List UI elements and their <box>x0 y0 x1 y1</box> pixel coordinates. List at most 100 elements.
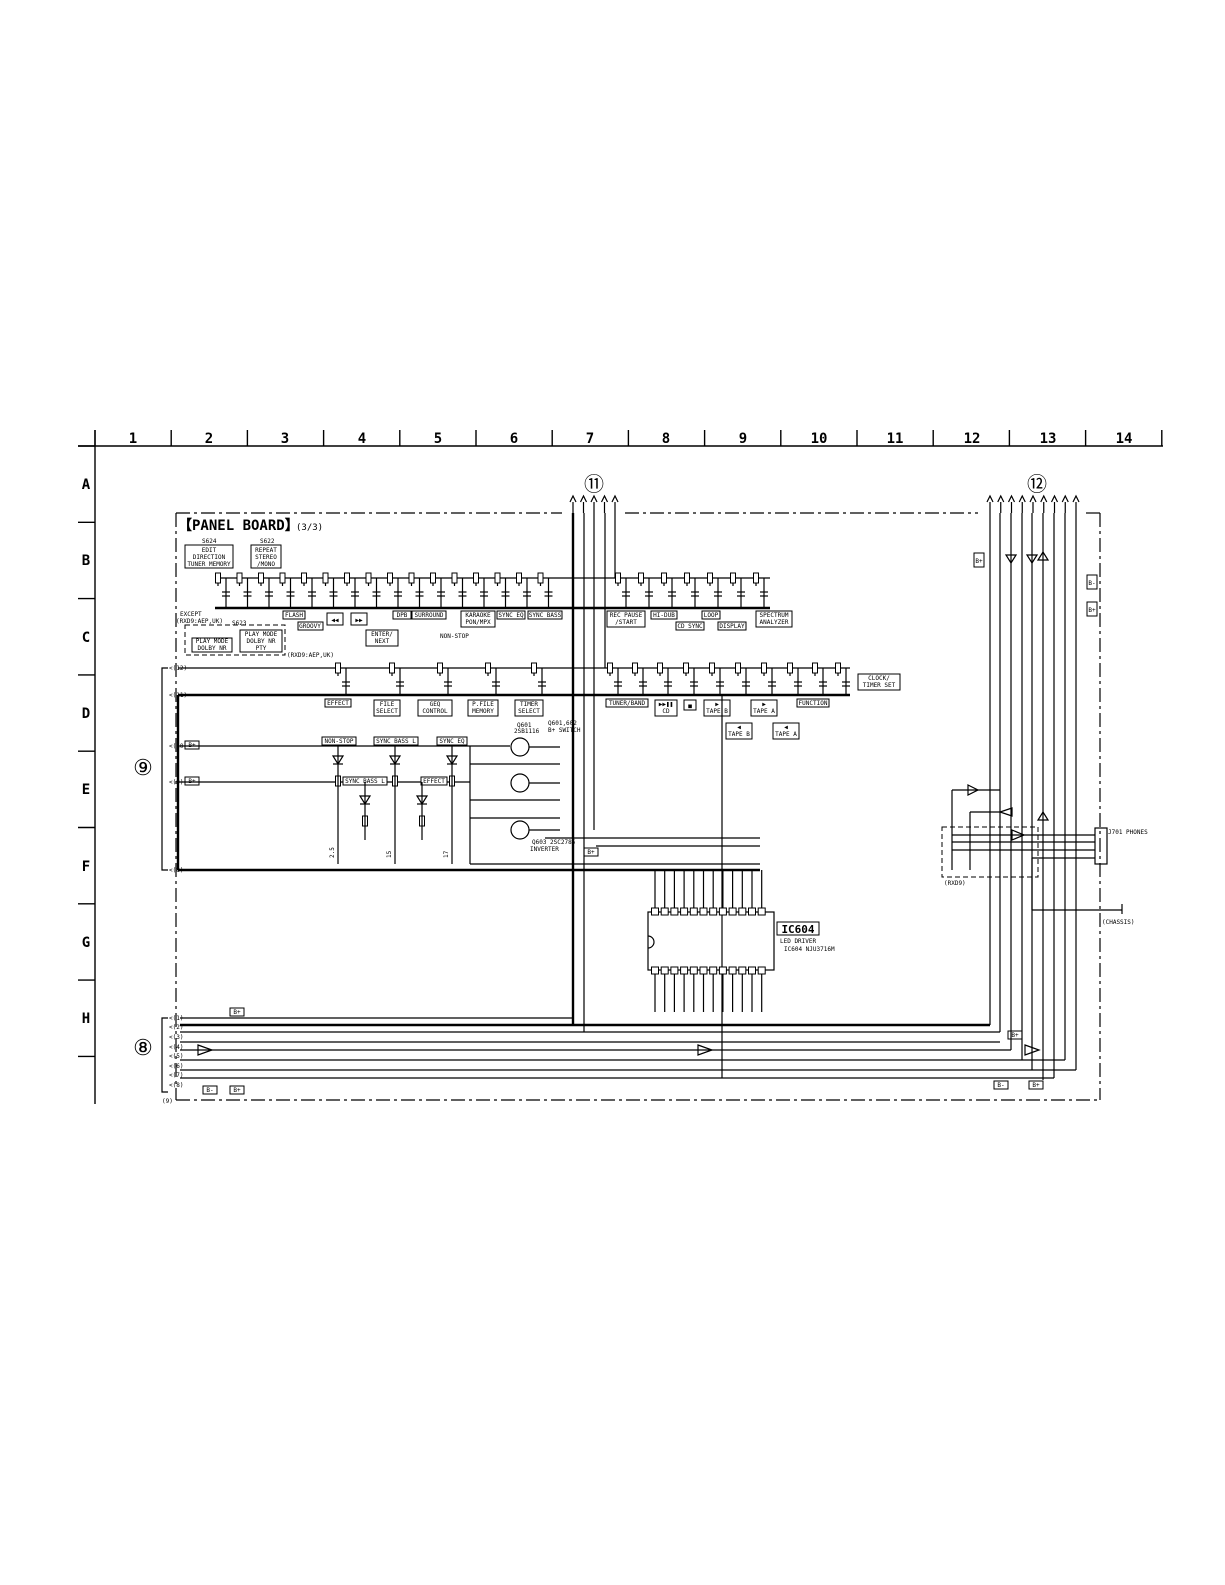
resistor <box>408 572 415 584</box>
row-label: E <box>82 782 90 798</box>
svg-text:EFFECT: EFFECT <box>327 700 349 707</box>
svg-text:■: ■ <box>688 703 692 710</box>
connector-pin <box>997 494 1005 503</box>
svg-text:17: 17 <box>443 850 450 858</box>
col-label: 14 <box>1116 431 1133 447</box>
svg-text:<(7): <(7) <box>169 1072 183 1079</box>
ic-pin <box>680 907 689 916</box>
svg-text:SYNC EQ: SYNC EQ <box>498 612 524 619</box>
ic-pin <box>748 907 756 916</box>
grid-frame <box>78 430 1163 1104</box>
resistor <box>661 572 667 584</box>
ic-pin <box>660 966 669 975</box>
ic-pin <box>718 966 727 975</box>
col-label: 5 <box>434 431 442 447</box>
connector-pin <box>611 494 619 503</box>
svg-text:DISPLAY: DISPLAY <box>719 623 745 630</box>
connector-12: ⑫ <box>1027 472 1047 496</box>
connector-pin <box>986 494 994 503</box>
row-labels: A B C D E F G H <box>82 477 91 1027</box>
svg-text:(9): (9) <box>162 1098 173 1105</box>
resistor <box>387 572 393 584</box>
ic604: IC604 LED DRIVER IC604 NJU3716M <box>647 870 835 1012</box>
connector-pin <box>579 494 588 503</box>
label-rxd9: (RXD9:AEP,UK) <box>287 652 334 659</box>
svg-text:CD SYNC: CD SYNC <box>677 623 703 630</box>
svg-text:15: 15 <box>386 850 393 858</box>
resistor <box>389 662 395 674</box>
resistor <box>322 572 329 584</box>
ic-name: LED DRIVER <box>780 938 817 945</box>
connector-pin <box>1061 494 1069 503</box>
svg-text:(RXD9): (RXD9) <box>944 880 966 887</box>
connector-pin <box>600 494 609 503</box>
resistor <box>761 662 767 674</box>
svg-text:CLOCK/TIMER SET: CLOCK/TIMER SET <box>863 675 896 689</box>
resistor <box>537 572 544 584</box>
row-label: G <box>82 935 90 951</box>
svg-text:B+: B+ <box>233 1009 241 1016</box>
ic-pin <box>670 966 679 975</box>
svg-text:DPB: DPB <box>397 612 408 619</box>
phones-jack-section: (RXD9) J701 PHONES (CHASSIS) <box>941 550 1148 926</box>
svg-text:B+: B+ <box>587 849 595 856</box>
resistor <box>215 572 221 584</box>
svg-text:INVERTER: INVERTER <box>530 846 559 853</box>
switch-ladder-lower <box>178 662 850 697</box>
svg-text:SYNC BASS L: SYNC BASS L <box>345 778 385 785</box>
resistor <box>301 572 307 584</box>
ic-pin <box>699 966 708 975</box>
resistor <box>607 662 613 674</box>
resistor <box>638 572 644 584</box>
svg-text:SYNC BASS L: SYNC BASS L <box>376 738 416 745</box>
svg-text:▶▶: ▶▶ <box>355 617 363 624</box>
svg-text:<(12): <(12) <box>169 665 187 672</box>
resistor <box>735 662 741 674</box>
col-label: 13 <box>1040 431 1057 447</box>
col-label: 2 <box>205 431 213 447</box>
connector-pin <box>1050 494 1059 503</box>
resistor <box>684 572 690 584</box>
connector-9-bracket: <(12) <(11) <(10) <(9) <(8) <box>161 665 187 874</box>
row-label: D <box>82 706 90 722</box>
row-label: B <box>82 553 90 569</box>
led-section: NON-STOP SYNC BASS L SYNC EQ SYNC BASS L… <box>178 736 510 864</box>
ic-pin <box>699 907 708 916</box>
ic-pin <box>709 966 718 975</box>
board-outline <box>175 512 1101 1101</box>
svg-text:EFFECT: EFFECT <box>423 778 445 785</box>
ic-pin <box>651 966 659 975</box>
svg-text:<(1): <(1) <box>169 1015 183 1022</box>
ic-pin <box>728 907 737 916</box>
label-s623: S623 <box>232 620 247 627</box>
connector-pin <box>1018 494 1026 503</box>
svg-text:<(6): <(6) <box>169 1063 183 1070</box>
svg-text:FUNCTION: FUNCTION <box>799 700 828 707</box>
ic-pin <box>680 966 689 975</box>
switch-ladder-upper <box>215 572 770 610</box>
connector-8-buses: <(1) <(2) <(3) <(4) <(5) <(6) <(7) <(8) … <box>161 1015 1076 1105</box>
resistor <box>451 572 458 584</box>
svg-text:<(5): <(5) <box>169 1053 183 1060</box>
svg-text:Q603 2SC2785: Q603 2SC2785 <box>532 839 576 846</box>
ic-pin <box>660 907 669 916</box>
connector-pin <box>1072 494 1080 503</box>
svg-text:B+: B+ <box>1088 607 1096 614</box>
col-label: 3 <box>281 431 289 447</box>
connector-pin <box>1029 494 1037 503</box>
label-except: EXCEPT(RXD9:AEP,UK) <box>176 611 223 625</box>
resistor <box>473 572 479 584</box>
resistor <box>812 662 818 674</box>
connector-pin <box>1007 494 1016 503</box>
svg-text:REC PAUSE/START: REC PAUSE/START <box>610 612 643 626</box>
resistor <box>335 662 341 674</box>
